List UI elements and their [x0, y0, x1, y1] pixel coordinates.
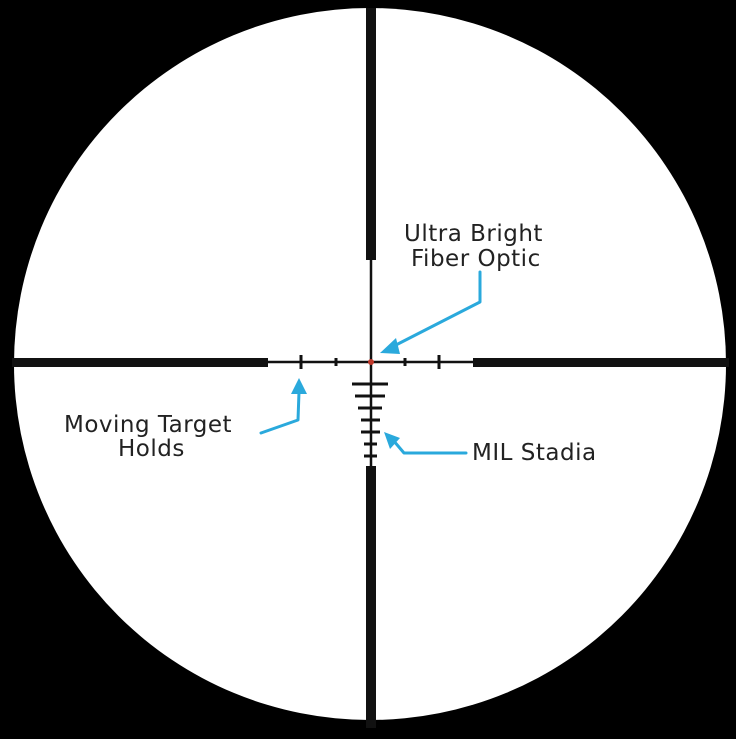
fiber-optic-label-line1: Ultra Bright — [404, 221, 543, 247]
mil-stadia-arrow — [391, 438, 468, 455]
top-post — [366, 8, 376, 260]
fiber-optic-arrowhead — [380, 338, 400, 354]
fiber-optic-arrow — [390, 270, 482, 349]
moving-target-label-line1: Moving Target — [64, 412, 232, 438]
left-post — [12, 358, 268, 367]
fiber-optic-label-line2: Fiber Optic — [411, 246, 541, 272]
mil-stadia-label: MIL Stadia — [472, 440, 597, 466]
moving-target-label-line2: Holds — [118, 436, 185, 462]
right-post — [473, 358, 729, 367]
fiber-optic-center-dot — [368, 359, 374, 365]
bottom-post — [366, 466, 376, 728]
moving-target-arrow — [259, 390, 301, 435]
moving-target-arrowhead — [291, 378, 307, 394]
mil-stadia-arrowhead — [384, 432, 400, 449]
